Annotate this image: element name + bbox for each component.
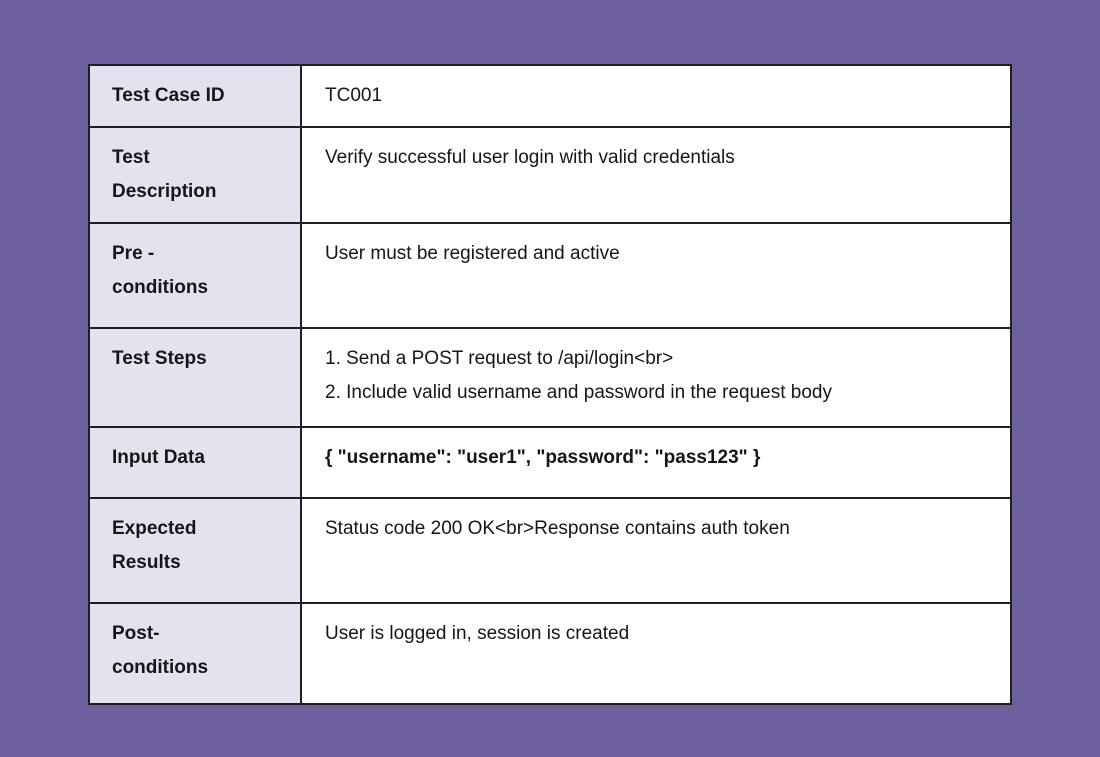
table-row-test-steps: Test Steps 1. Send a POST request to /ap… [90, 327, 1010, 426]
row-value-input-data: { "username": "user1", "password": "pass… [302, 428, 1010, 497]
row-label-post-conditions: Post- conditions [90, 604, 302, 703]
row-label-test-case-id: Test Case ID [90, 66, 302, 126]
table-row-test-description: Test Description Verify successful user … [90, 126, 1010, 222]
table-row-post-conditions: Post- conditions User is logged in, sess… [90, 602, 1010, 703]
row-value-test-case-id: TC001 [302, 66, 1010, 126]
row-label-test-description: Test Description [90, 128, 302, 222]
table-row-test-case-id: Test Case ID TC001 [90, 66, 1010, 126]
row-value-test-steps: 1. Send a POST request to /api/login<br>… [302, 329, 1010, 426]
row-value-test-description: Verify successful user login with valid … [302, 128, 1010, 222]
table-row-pre-conditions: Pre - conditions User must be registered… [90, 222, 1010, 327]
row-label-input-data: Input Data [90, 428, 302, 497]
table-row-input-data: Input Data { "username": "user1", "passw… [90, 426, 1010, 497]
row-value-post-conditions: User is logged in, session is created [302, 604, 1010, 703]
row-label-test-steps: Test Steps [90, 329, 302, 426]
test-case-table: Test Case ID TC001 Test Description Veri… [88, 64, 1012, 705]
row-value-expected-results: Status code 200 OK<br>Response contains … [302, 499, 1010, 602]
row-label-pre-conditions: Pre - conditions [90, 224, 302, 327]
row-value-pre-conditions: User must be registered and active [302, 224, 1010, 327]
table-row-expected-results: Expected Results Status code 200 OK<br>R… [90, 497, 1010, 602]
row-label-expected-results: Expected Results [90, 499, 302, 602]
